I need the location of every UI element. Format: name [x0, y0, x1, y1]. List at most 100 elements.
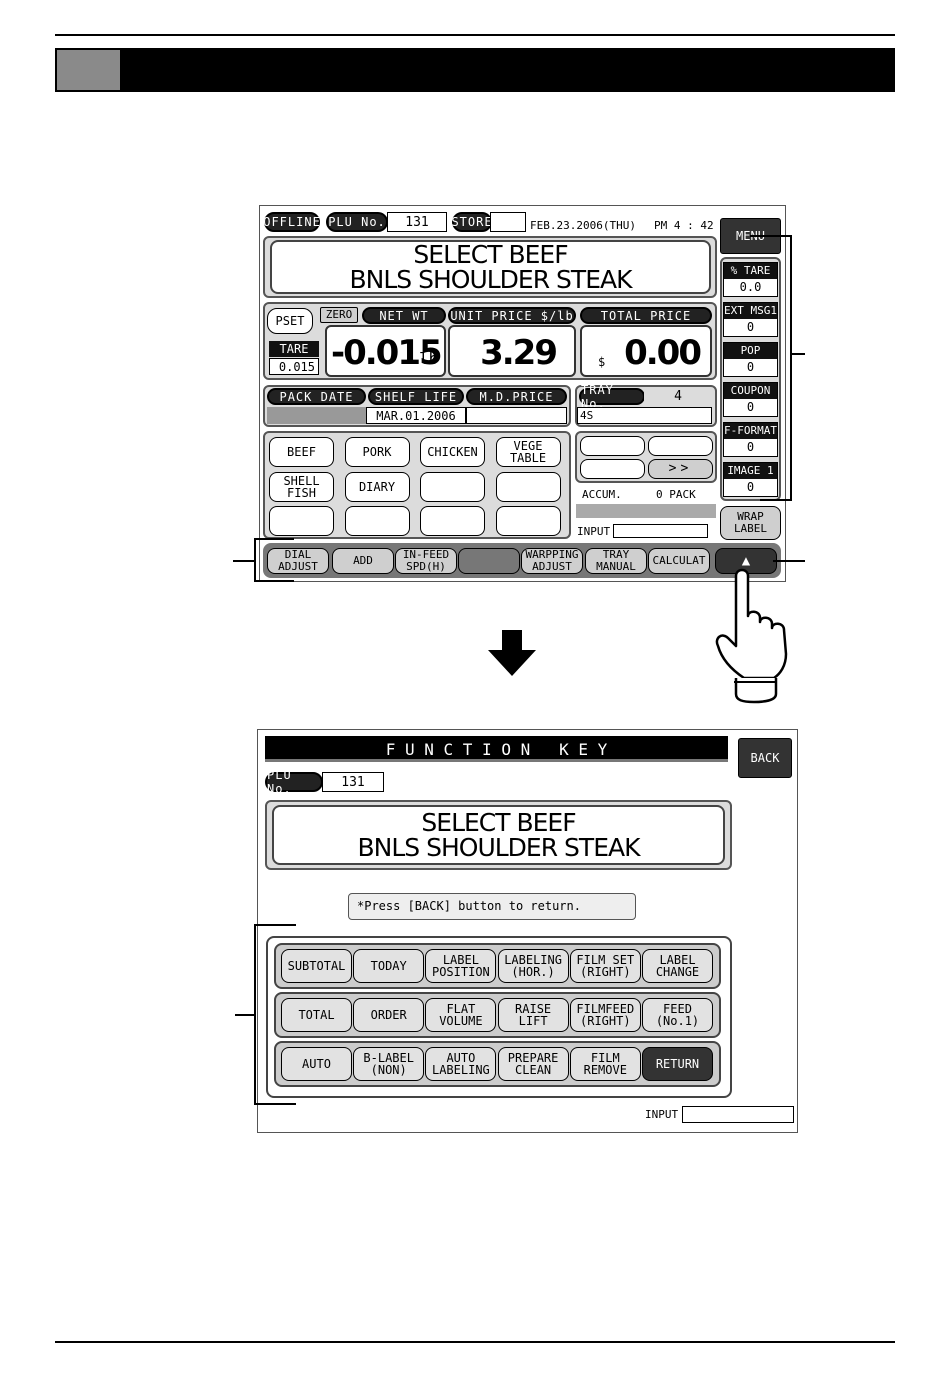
fkey-1-3-line-2: POSITION [431, 965, 490, 979]
fkey-2-6-line-2: (No.1) [655, 1014, 700, 1028]
product-message-2: SELECT BEEF BNLS SHOULDER STEAK [272, 805, 725, 865]
fkey-1-5[interactable]: FILM SET(RIGHT) [569, 949, 641, 983]
function-key-title: F U N C T I O N K E Y [385, 740, 608, 759]
function-key-7[interactable]: CALCULAT [648, 548, 710, 574]
total-price-label: TOTAL PRICE [580, 307, 712, 324]
md-price-label: M.D.PRICE [466, 388, 567, 405]
net-weight-value: -0.015 [331, 333, 443, 373]
category-key-3[interactable]: CHICKEN [420, 437, 485, 467]
fkey-2-2[interactable]: ORDER [353, 998, 425, 1032]
fkey-1-2[interactable]: TODAY [353, 949, 425, 983]
category-key-6-line-1: DIARY [358, 479, 396, 494]
fkey-2-6-line-1: FEED [663, 1002, 692, 1016]
callout-bracket-top [254, 538, 256, 582]
back-button[interactable]: BACK [738, 738, 792, 778]
tray-number-value[interactable]: 4 [644, 388, 712, 405]
fkey-1-4[interactable]: LABELING(HOR.) [497, 949, 569, 983]
side-box-label: F-FORMAT [724, 423, 777, 439]
bottom-rule [55, 1341, 895, 1343]
function-key-3-line-1: IN-FEED [402, 548, 450, 561]
unit-price-display: 3.29 [448, 325, 576, 377]
blank-key-2[interactable] [648, 436, 713, 456]
category-key-5-line-2: FISH [287, 485, 316, 500]
function-key-1-line-1: DIAL [284, 548, 312, 561]
pset-button[interactable]: PSET [267, 308, 313, 334]
fkey-3-4-line-2: CLEAN [515, 1063, 552, 1077]
input-field[interactable] [613, 524, 708, 538]
category-key-2-line-1: PORK [362, 445, 392, 459]
fkey-3-2[interactable]: B-LABEL(NON) [353, 1047, 425, 1081]
fkey-2-5-line-2: (RIGHT) [580, 1014, 631, 1028]
next-page-button[interactable]: >> [648, 459, 713, 479]
category-key-11[interactable] [420, 506, 485, 536]
side-bracket-vertical [790, 235, 792, 501]
time-display: PM 4 : 42 [654, 219, 714, 232]
shelf-life-label: SHELF LIFE [368, 388, 464, 405]
input-field-2[interactable] [682, 1106, 794, 1123]
function-key-4[interactable] [458, 548, 520, 574]
product-message: SELECT BEEF BNLS SHOULDER STEAK [270, 240, 711, 294]
category-key-1[interactable]: BEEF [269, 437, 334, 467]
function-key-2[interactable]: ADD [332, 548, 394, 574]
fkey-3-1-line-1: AUTO [302, 1057, 331, 1071]
side-box-label: IMAGE 1 [724, 463, 777, 479]
side-panel [720, 257, 781, 501]
side-box-value: 0 [746, 360, 755, 374]
accum-bar [576, 504, 716, 518]
category-key-2[interactable]: PORK [344, 437, 410, 467]
keys-leader [235, 1014, 254, 1016]
unit-price-label: UNIT PRICE $/lb [448, 307, 576, 324]
category-key-7[interactable] [420, 471, 485, 502]
fkey-2-6[interactable]: FEED(No.1) [642, 998, 713, 1032]
fkey-3-6[interactable]: RETURN [642, 1047, 713, 1081]
blank-key-1[interactable] [580, 436, 645, 456]
category-key-9[interactable] [269, 506, 334, 536]
store-field[interactable] [490, 212, 526, 232]
function-key-5-line-2: ADJUST [532, 560, 572, 573]
fkey-2-5[interactable]: FILMFEED(RIGHT) [569, 998, 641, 1032]
category-key-8[interactable] [495, 471, 561, 502]
side-box-value: 0 [746, 480, 755, 494]
fkey-1-1[interactable]: SUBTOTAL [281, 949, 352, 983]
tray-name: 4S [577, 407, 712, 424]
callout-leader-right [773, 560, 805, 562]
plu-number-field-2[interactable]: 131 [322, 772, 384, 792]
category-key-10[interactable] [344, 506, 410, 536]
section-header-bar [55, 48, 895, 92]
category-key-5-line-1: SHELL [283, 473, 320, 488]
fkey-3-1[interactable]: AUTO [281, 1047, 352, 1081]
category-key-12[interactable] [495, 506, 561, 536]
fkey-3-3-line-1: AUTO [446, 1051, 476, 1065]
keys-bracket-tick-1 [254, 924, 296, 926]
blank-key-3[interactable] [580, 459, 645, 479]
fkey-2-1[interactable]: TOTAL [281, 998, 352, 1032]
store-label: STORE [451, 212, 492, 232]
function-key-title-bar [265, 736, 728, 762]
category-key-4-line-1: VEGE [513, 439, 543, 453]
callout-bracket-tick-1 [254, 538, 294, 540]
plu-number-field[interactable]: 131 [387, 212, 447, 232]
md-price-value [466, 407, 567, 424]
category-key-6[interactable]: DIARY [344, 471, 410, 502]
input-label: INPUT [577, 525, 611, 538]
wrap-label-button[interactable]: WRAP LABEL [720, 506, 781, 540]
